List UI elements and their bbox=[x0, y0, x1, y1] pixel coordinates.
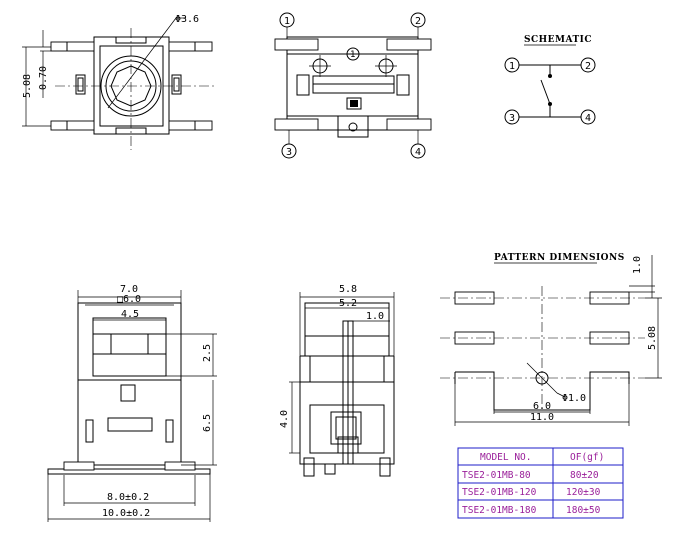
table-cell-model: TSE2-01MB-180 bbox=[462, 505, 537, 516]
dim-100: 10.0±0.2 bbox=[102, 508, 150, 519]
pattern-dimensions: PATTERN DIMENSIONS Φ1.0 1.0 5.08 6.0 bbox=[440, 253, 662, 426]
svg-text:1: 1 bbox=[350, 50, 355, 60]
dim-25: 2.5 bbox=[202, 344, 213, 362]
top-view-pins: 1 1 2 3 4 bbox=[274, 12, 432, 159]
side-view: 5.8 5.2 1.0 4.0 bbox=[279, 284, 395, 477]
table-cell-model: TSE2-01MB-80 bbox=[462, 470, 531, 481]
front-view: 7.0 □6.0 4.5 2.5 6.5 8.0±0.2 10.0±0.2 bbox=[47, 284, 217, 522]
schematic-title: SCHEMATIC bbox=[524, 35, 592, 45]
table-cell-force: 80±20 bbox=[570, 470, 599, 481]
dim-110: 11.0 bbox=[530, 412, 554, 423]
dim-52: 5.2 bbox=[339, 298, 357, 309]
dim-phi: Φ1.0 bbox=[562, 393, 586, 404]
dim-45: 4.5 bbox=[121, 309, 139, 320]
table-header-of: OF(gf) bbox=[570, 452, 604, 463]
dim-10-top: 1.0 bbox=[632, 256, 643, 274]
top-view-plunger: Φ3.6 5.08 0.70 bbox=[22, 14, 215, 150]
pin-label-3: 3 bbox=[286, 147, 292, 158]
dim-070: 0.70 bbox=[38, 66, 49, 90]
model-table: MODEL NO. OF(gf) TSE2-01MB-80 80±20 TSE2… bbox=[457, 447, 624, 519]
dim-10: 1.0 bbox=[366, 311, 384, 322]
table-header-model: MODEL NO. bbox=[480, 452, 531, 463]
diameter-label: Φ3.6 bbox=[175, 14, 199, 25]
pin-label-1: 1 bbox=[284, 16, 290, 27]
dim-40: 4.0 bbox=[279, 410, 290, 428]
dim-508-pattern: 5.08 bbox=[647, 326, 658, 350]
dim-70: 7.0 bbox=[120, 284, 138, 295]
table-cell-force: 120±30 bbox=[566, 487, 601, 498]
dim-60-pattern: 6.0 bbox=[533, 401, 551, 412]
schematic-pin-1: 1 bbox=[509, 61, 515, 72]
dim-508-left: 5.08 bbox=[22, 74, 33, 98]
dim-65: 6.5 bbox=[202, 414, 213, 432]
schematic-pin-2: 2 bbox=[585, 61, 591, 72]
dim-80: 8.0±0.2 bbox=[107, 492, 149, 503]
dim-58: 5.8 bbox=[339, 284, 357, 295]
dim-60: □6.0 bbox=[117, 294, 141, 305]
schematic-pin-4: 4 bbox=[585, 113, 591, 124]
pin-label-2: 2 bbox=[415, 16, 421, 27]
pin-label-4: 4 bbox=[415, 147, 421, 158]
schematic: SCHEMATIC 1 2 3 4 bbox=[504, 35, 596, 125]
pattern-title: PATTERN DIMENSIONS bbox=[494, 253, 625, 263]
schematic-pin-3: 3 bbox=[509, 113, 515, 124]
table-cell-force: 180±50 bbox=[566, 505, 601, 516]
table-cell-model: TSE2-01MB-120 bbox=[462, 487, 537, 498]
